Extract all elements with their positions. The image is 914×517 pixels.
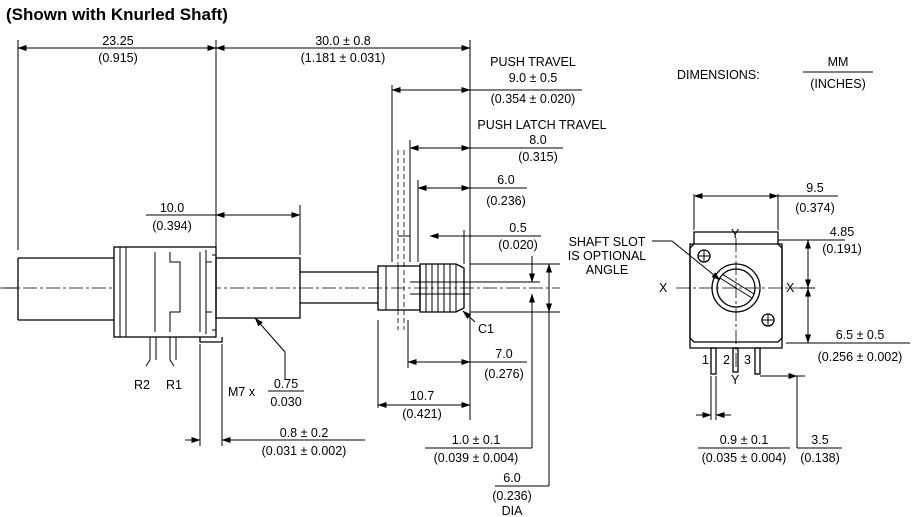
legend-in: (INCHES) xyxy=(810,77,866,91)
dim-4-85-mm: 4.85 xyxy=(830,225,854,239)
dim-6-mm: 6.0 xyxy=(497,173,514,187)
pin-1-label: 1 xyxy=(702,353,709,367)
dim-10-mm: 10.0 xyxy=(160,201,184,215)
c1-label: C1 xyxy=(478,322,494,336)
dim-1-0-in: (0.039 ± 0.004) xyxy=(434,451,519,465)
axis-x-left: X xyxy=(659,281,668,295)
terminal-r2 xyxy=(145,337,157,367)
dim-10-in: (0.394) xyxy=(152,219,192,233)
dim-30-in: (1.181 ± 0.031) xyxy=(301,51,386,65)
side-view: R2 R1 23.25 (0. xyxy=(0,34,607,517)
dim-7-in: (0.276) xyxy=(484,367,524,381)
push-latch-in: (0.315) xyxy=(518,150,558,164)
housing-rear xyxy=(17,257,120,321)
push-travel-in: (0.354 ± 0.020) xyxy=(491,92,576,106)
pin-2 xyxy=(732,347,739,373)
terminal-r1 xyxy=(169,337,177,367)
dim-0-8-in: (0.031 ± 0.002) xyxy=(262,444,347,458)
axis-x-right: X xyxy=(786,281,795,295)
push-latch-mm: 8.0 xyxy=(529,133,546,147)
dia-mm: 6.0 xyxy=(503,471,520,485)
dim-4-85-in: (0.191) xyxy=(822,242,862,256)
terminal-r1-label: R1 xyxy=(166,378,182,392)
thread-num: 0.75 xyxy=(274,377,298,391)
dim-0-5-mm: 0.5 xyxy=(509,221,526,235)
dim-0-9-in: (0.035 ± 0.004) xyxy=(702,451,787,465)
axis-y-top: Y xyxy=(731,227,740,241)
axis-y-bottom: Y xyxy=(731,373,740,387)
pin-1 xyxy=(710,347,717,375)
dim-6-in: (0.236) xyxy=(486,194,526,208)
dim-1-0-mm: 1.0 ± 0.1 xyxy=(452,433,501,447)
slot-note-1: SHAFT SLOT xyxy=(569,235,646,249)
dim-3-5-in: (0.138) xyxy=(800,451,840,465)
shaft xyxy=(300,271,378,304)
push-travel-label: PUSH TRAVEL xyxy=(490,55,576,69)
thread-prefix: M7 x xyxy=(228,385,256,399)
dim-6-5-in: (0.256 ± 0.002) xyxy=(818,350,903,364)
dim-3-5-mm: 3.5 xyxy=(811,433,828,447)
pin-2-label: 2 xyxy=(723,353,730,367)
dim-0-5-in: (0.020) xyxy=(498,238,538,252)
dim-6-5-mm: 6.5 ± 0.5 xyxy=(836,328,885,342)
dia-in: (0.236) xyxy=(492,489,532,503)
legend-label: DIMENSIONS: xyxy=(677,68,760,82)
dim-10-7-in: (0.421) xyxy=(402,407,442,421)
dim-30-mm: 30.0 ± 0.8 xyxy=(315,34,371,48)
slot-note-2: IS OPTIONAL xyxy=(568,249,647,263)
dim-9-5-mm: 9.5 xyxy=(806,181,823,195)
front-view: X X Y Y 1 2 3 SHAFT SLOT IS OPTIONAL ANG… xyxy=(568,181,910,465)
dia-label: DIA xyxy=(502,504,524,517)
thread-den: 0.030 xyxy=(270,395,301,409)
dim-10-7-mm: 10.7 xyxy=(410,389,434,403)
legend-mm: MM xyxy=(828,55,849,69)
dim-23-25-in: (0.915) xyxy=(98,51,138,65)
dim-0-9-mm: 0.9 ± 0.1 xyxy=(720,433,769,447)
housing-body xyxy=(113,246,217,338)
slot-note-3: ANGLE xyxy=(586,263,628,277)
dim-0-8-mm: 0.8 ± 0.2 xyxy=(280,426,329,440)
dim-23-25-mm: 23.25 xyxy=(102,34,133,48)
dim-7-mm: 7.0 xyxy=(495,347,512,361)
push-latch-label: PUSH LATCH TRAVEL xyxy=(477,118,606,132)
dim-9-5-in: (0.374) xyxy=(795,201,835,215)
units-legend: DIMENSIONS: MM (INCHES) xyxy=(677,55,873,91)
pin-3 xyxy=(754,347,761,375)
pin-3-label: 3 xyxy=(744,353,751,367)
drawing-title: (Shown with Knurled Shaft) xyxy=(6,5,228,24)
push-travel-mm: 9.0 ± 0.5 xyxy=(509,71,558,85)
terminal-r2-label: R2 xyxy=(134,378,150,392)
